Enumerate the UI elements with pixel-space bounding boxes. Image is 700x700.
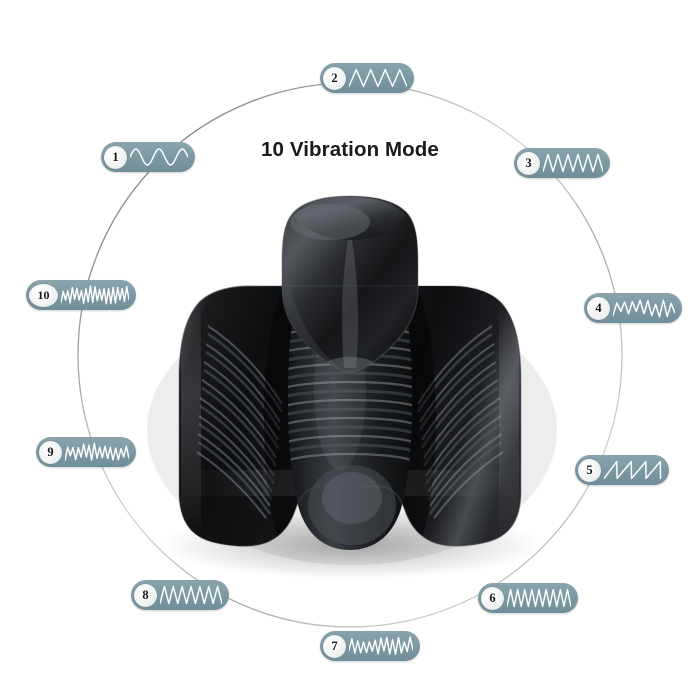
badge-mode-2[interactable]: 2 (320, 63, 414, 93)
badge-mode-8[interactable]: 8 (131, 580, 229, 610)
waveform-icon (61, 285, 129, 305)
badge-number: 1 (104, 145, 127, 169)
waveform-icon (349, 68, 407, 88)
badge-mode-9[interactable]: 9 (36, 437, 136, 467)
waveform-icon (613, 299, 675, 318)
badge-mode-1[interactable]: 1 (101, 142, 195, 172)
badge-number: 3 (517, 151, 540, 175)
waveform-icon (65, 442, 129, 462)
badge-number: 2 (323, 66, 346, 90)
waveform-icon (130, 148, 188, 166)
badge-number: 10 (29, 283, 58, 307)
waveform-icon (349, 636, 413, 655)
waveform-icon (507, 588, 571, 608)
waveform-icon (604, 460, 662, 480)
badge-number: 4 (587, 296, 610, 320)
badge-number: 6 (481, 586, 504, 610)
badge-mode-10[interactable]: 10 (26, 280, 136, 310)
badge-mode-4[interactable]: 4 (584, 293, 682, 323)
badge-number: 8 (134, 583, 157, 607)
badge-mode-7[interactable]: 7 (320, 631, 420, 661)
badge-mode-6[interactable]: 6 (478, 583, 578, 613)
badge-number: 9 (39, 440, 62, 464)
badge-number: 5 (578, 458, 601, 482)
badge-number: 7 (323, 634, 346, 658)
waveform-icon (543, 153, 603, 173)
badge-mode-5[interactable]: 5 (575, 455, 669, 485)
waveform-icon (160, 585, 222, 605)
badge-mode-3[interactable]: 3 (514, 148, 610, 178)
